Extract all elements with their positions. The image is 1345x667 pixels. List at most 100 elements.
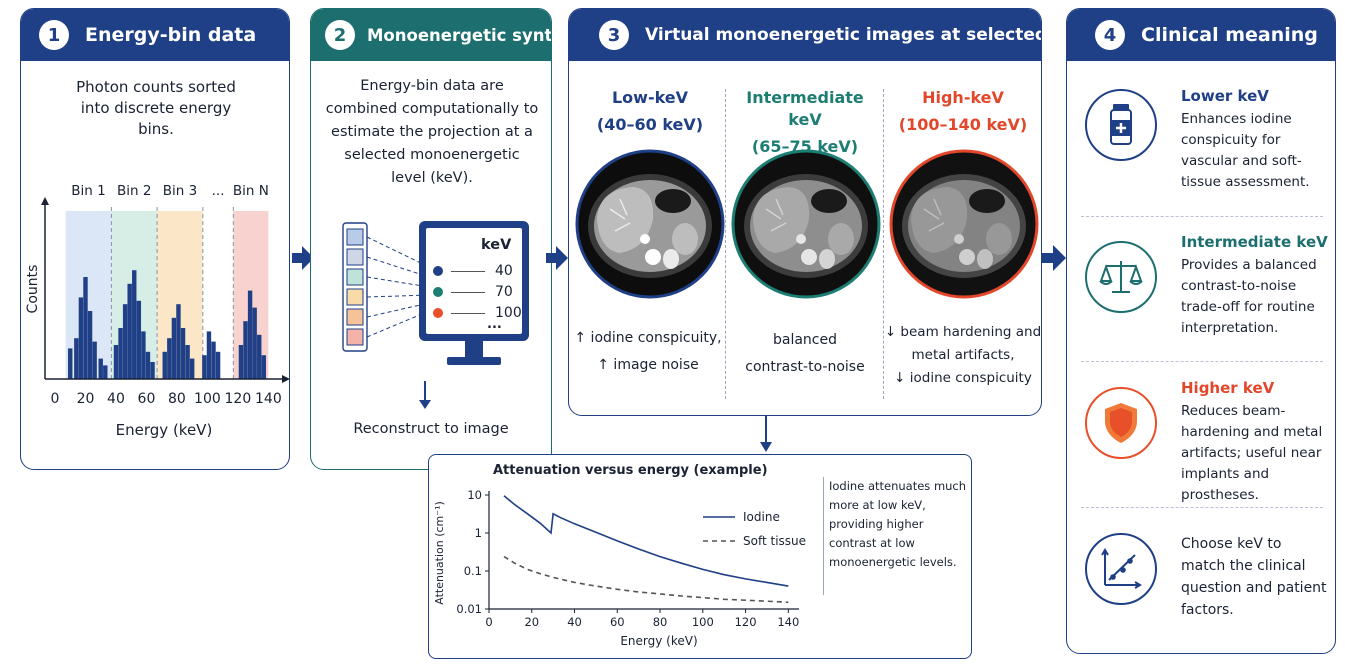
histogram-bar (118, 328, 123, 379)
kev-option-40[interactable]: 40 (433, 263, 513, 279)
histogram-bar (113, 345, 119, 379)
bin-label: Bin 3 (163, 183, 197, 199)
histogram-bar (171, 317, 177, 379)
histogram-bar (247, 290, 253, 379)
column-divider (725, 89, 726, 399)
clinical-item-1-desc: Enhances iodine conspicuity for vascular… (1181, 111, 1310, 190)
x-tick-label: 140 (255, 391, 282, 407)
step-number-4: 4 (1095, 20, 1125, 50)
clinical-item-3-text: Higher keV Reduces beam-hardening and me… (1181, 379, 1329, 506)
x-tick-label: 100 (692, 615, 714, 629)
clinical-divider (1081, 216, 1323, 217)
histogram-bar (145, 351, 151, 379)
histogram-bar (78, 297, 84, 379)
ct-liver (911, 187, 968, 253)
panel-1-description: Photon counts sorted into discrete energ… (76, 78, 236, 138)
bin-label: Bin 2 (117, 183, 151, 199)
monitor-icon (419, 221, 529, 365)
histogram-bar (257, 334, 262, 379)
ct-liver (597, 187, 654, 253)
bin-label: Bin N (233, 183, 269, 199)
ct-vertebra (645, 249, 661, 265)
x-tick-label: 100 (194, 391, 221, 407)
clinical-item-1-text: Lower keV Enhances iodine conspicuity fo… (1181, 87, 1329, 193)
histogram-bar (98, 358, 103, 379)
panel-energy-bin-data: 1 Energy-bin data Photon counts sorted i… (20, 8, 290, 470)
ct-vertebra (959, 249, 975, 265)
panel-monoenergetic-synthesis: 2 Monoenergetic synthesis Energy-bin dat… (310, 8, 552, 470)
panel-4-title: Clinical meaning (1141, 24, 1318, 46)
histogram-bar (74, 338, 79, 379)
kev-dot (433, 287, 443, 297)
x-tick-label: 60 (610, 615, 625, 629)
y-axis-label: Attenuation (cm⁻¹) (433, 501, 446, 605)
intermediate-kev-note-line2: contrast-to-noise (745, 359, 865, 375)
legend-label: Iodine (743, 510, 780, 524)
histogram-bar (180, 328, 186, 379)
histogram-bar (132, 270, 137, 379)
histogram-bar (162, 351, 167, 379)
histogram-bar (176, 304, 181, 379)
histogram-bar (122, 304, 128, 379)
intermediate-kev-note: balanced contrast-to-noise (727, 329, 883, 379)
clinical-divider (1081, 361, 1323, 362)
high-kev-title-line1: High-keV (922, 88, 1004, 107)
high-kev-note: ↓ beam hardening and metal artifacts, ↓ … (883, 321, 1041, 390)
low-kev-note: ↑ iodine conspicuity, ↑ image noise (573, 327, 723, 377)
flow-arrow-3-down (760, 416, 772, 452)
ct-vessels (609, 198, 631, 232)
high-kev-title-line2: (100–140 keV) (898, 115, 1028, 134)
panel-2-description: Energy-bin data are combined computation… (325, 78, 539, 186)
intermediate-kev-title: Intermediate keV (65–75 keV) (727, 87, 883, 158)
histogram-bar (103, 365, 108, 379)
shield-icon (1085, 387, 1157, 459)
panel-4-header: 4 Clinical meaning (1067, 9, 1335, 61)
vial-icon (1085, 89, 1157, 161)
high-kev-title: High-keV (100–140 keV) (885, 87, 1041, 136)
histogram-bar (206, 331, 212, 379)
step-number-3: 3 (599, 20, 629, 50)
clinical-item-4-desc: Choose keV to match the clinical questio… (1181, 536, 1327, 618)
kev-option-70[interactable]: 70 (433, 284, 513, 300)
ct-aorta (796, 234, 806, 244)
flow-arrow-3-4 (1042, 245, 1066, 271)
kev-value: 100 (495, 305, 522, 321)
clinical-item-lower-kev: Lower keV Enhances iodine conspicuity fo… (1081, 79, 1321, 219)
x-tick-label: 0 (485, 615, 492, 629)
attenuation-chart-title: Attenuation versus energy (example) (493, 463, 768, 478)
clinical-item-1-title: Lower keV (1181, 87, 1269, 105)
panel-3-header: 3 Virtual monoenergetic images at select… (569, 9, 1041, 61)
low-kev-note-line1: ↑ iodine conspicuity, (574, 330, 722, 346)
histogram-bar (127, 283, 132, 379)
series-line-iodine (503, 495, 789, 587)
flow-arrow-1-2 (292, 246, 314, 270)
kev-connector (451, 291, 485, 293)
clinical-item-3-desc: Reduces beam-hardening and metal artifac… (1181, 403, 1323, 503)
x-tick-label: 40 (567, 615, 582, 629)
kev-value: 40 (495, 263, 513, 279)
monitor-kev-header: keV (481, 237, 512, 253)
column-divider (883, 89, 884, 399)
panel-3-title: Virtual monoenergetic images at selected… (645, 25, 1042, 45)
energy-bin-stack-icon (342, 222, 430, 352)
x-tick-label: 20 (524, 615, 539, 629)
x-tick-label: 60 (138, 391, 156, 407)
bin-label: Bin 1 (71, 183, 105, 199)
x-tick-label: 140 (777, 615, 799, 629)
low-kev-title-line1: Low-keV (611, 88, 689, 107)
kev-option-100[interactable]: 100 (433, 305, 522, 321)
ct-aorta (640, 234, 650, 244)
kev-value: 70 (495, 284, 513, 300)
x-axis-label: Energy (keV) (620, 634, 697, 648)
ct-spleen (986, 223, 1012, 255)
down-arrow-icon (419, 381, 431, 409)
clinical-divider (1081, 507, 1323, 508)
ct-stomach-gas (655, 189, 691, 213)
histogram-bar (87, 311, 93, 379)
ct-stomach-gas (811, 189, 847, 213)
low-kev-note-line2: ↑ image noise (597, 357, 699, 373)
histogram-bar (167, 338, 172, 379)
intermediate-kev-title-line2: (65–75 keV) (751, 137, 859, 156)
y-axis-label: Counts (25, 265, 41, 314)
